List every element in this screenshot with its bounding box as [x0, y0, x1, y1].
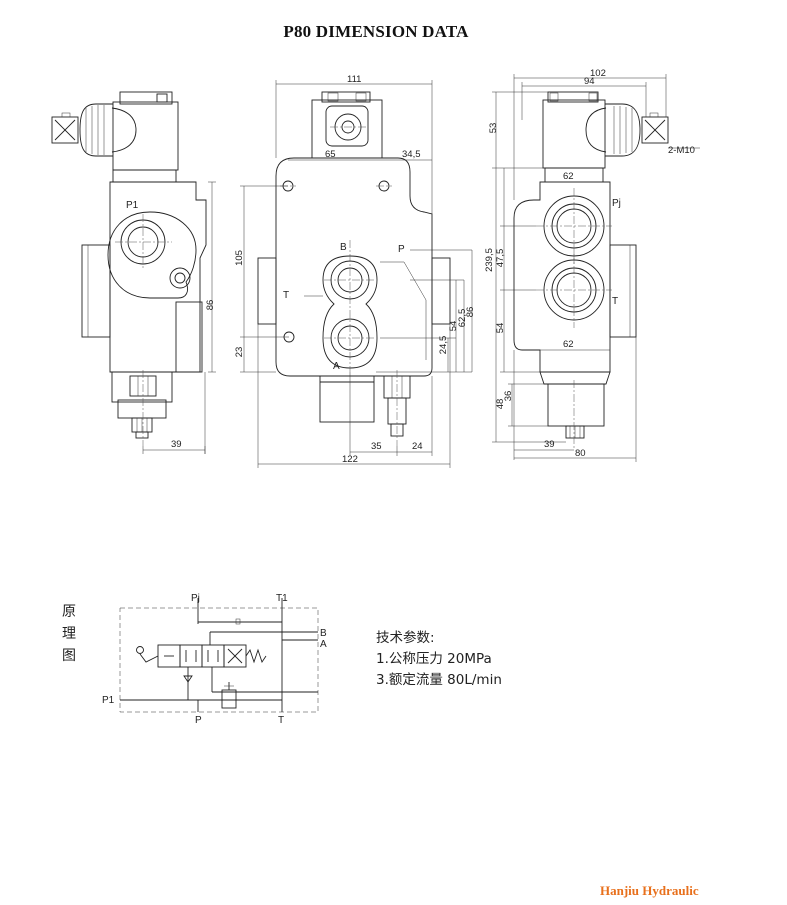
dim-105: 105: [234, 250, 245, 266]
dim-86-front: 86: [465, 307, 476, 318]
dim-24-5: 24,5: [438, 336, 449, 355]
schematic-label-p1: P1: [102, 695, 115, 706]
port-label-t-right: T: [612, 296, 618, 307]
schematic-label-a: A: [320, 639, 327, 650]
dim-102: 102: [590, 68, 606, 79]
specs-line-flow: 3.额定流量 80L/min: [376, 672, 502, 688]
dim-122: 122: [342, 454, 358, 465]
dim-24: 24: [412, 441, 423, 452]
dim-94: 94: [584, 76, 595, 87]
dim-53: 53: [488, 123, 499, 134]
dim-62-5: 62,5: [457, 309, 468, 328]
dim-62-top: 62: [563, 171, 574, 182]
schematic-label-t1: T1: [276, 593, 288, 604]
dim-39-left: 39: [171, 439, 182, 450]
left-side-view: 86 39 P1: [51, 91, 216, 454]
port-label-p-front: P: [398, 244, 405, 255]
hydraulic-schematic: Pj T1 B A P1 P T: [102, 593, 327, 726]
specs-line-pressure: 1.公称压力 20MPa: [376, 651, 492, 667]
port-label-a-front: A: [333, 361, 340, 372]
schematic-heading-char-1: 原: [62, 604, 76, 620]
port-label-pj-right: Pj: [612, 198, 621, 209]
dim-111: 111: [347, 74, 361, 85]
dim-239-5: 239,5: [484, 248, 495, 272]
schematic-heading-char-3: 图: [62, 648, 76, 664]
dim-54-right: 54: [495, 323, 506, 334]
technical-specs: 技术参数: 1.公称压力 20MPa 3.额定流量 80L/min: [376, 628, 502, 691]
right-side-view: 102 94 62 62 2-M10 53 239,5 47,5 54 48 3…: [484, 68, 700, 462]
dim-23: 23: [234, 347, 245, 358]
dim-48: 48: [495, 399, 506, 410]
page-title: P80 DIMENSION DATA: [283, 22, 469, 41]
port-label-t-front: T: [283, 290, 289, 301]
port-label-b-front: B: [340, 242, 347, 253]
dim-39-right: 39: [544, 439, 555, 450]
schematic-label-b: B: [320, 628, 327, 639]
port-label-p1-left: P1: [126, 200, 139, 211]
schematic-label-pj: Pj: [191, 593, 200, 604]
schematic-heading: 原 理 图: [62, 601, 76, 667]
specs-heading: 技术参数:: [376, 630, 435, 646]
dim-54-front: 54: [448, 321, 459, 332]
dim-34-5: 34,5: [402, 149, 421, 160]
schematic-heading-char-2: 理: [62, 626, 76, 642]
schematic-label-p: P: [195, 715, 202, 726]
thread-label-2-m10: 2-M10: [668, 145, 695, 156]
dim-62-bottom: 62: [563, 339, 574, 350]
dim-86-left: 86: [205, 300, 216, 311]
dim-36: 36: [503, 391, 514, 402]
brand-label: Hanjiu Hydraulic: [600, 883, 699, 898]
schematic-label-t: T: [278, 715, 284, 726]
front-view: 111 65 34,5 105 23 24,5 54 62,5 86 35 24: [234, 74, 476, 468]
dim-80: 80: [575, 448, 586, 459]
dim-65: 65: [325, 149, 336, 160]
dim-47-5: 47,5: [495, 249, 506, 268]
dim-35: 35: [371, 441, 382, 452]
